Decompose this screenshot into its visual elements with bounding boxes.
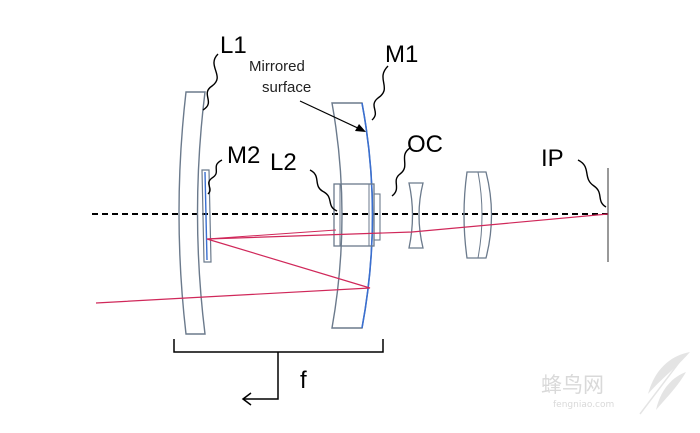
label-m1: M1 xyxy=(385,41,418,68)
label-l1: L1 xyxy=(220,32,247,59)
lens-m1 xyxy=(331,102,374,329)
watermark-name: 蜂鸟网 xyxy=(541,373,604,397)
focal-arrowhead xyxy=(241,392,252,406)
leader-l1 xyxy=(202,53,219,111)
label-m2: M2 xyxy=(227,142,260,169)
mirror-m2-reflective-edge xyxy=(204,171,208,261)
leader-oc xyxy=(391,147,411,197)
rear-doublet xyxy=(463,171,493,259)
watermark-url: fengniao.com xyxy=(553,400,614,410)
light-ray-secondary xyxy=(206,229,337,240)
label-f: f xyxy=(300,367,307,394)
watermark-logo xyxy=(639,352,690,415)
mirrored-surface-arrowhead xyxy=(355,124,366,132)
focal-bracket xyxy=(173,339,384,353)
mirror-m2 xyxy=(201,169,212,263)
label-l2: L2 xyxy=(270,149,297,176)
focal-arrow-line xyxy=(243,352,279,400)
label-mirrored: Mirrored xyxy=(249,58,305,75)
light-ray xyxy=(95,213,609,304)
leader-l2 xyxy=(309,169,338,212)
corrector-oc xyxy=(408,182,424,249)
label-surface: surface xyxy=(262,79,311,96)
mirrored-surface-arrow xyxy=(299,100,363,131)
leader-m1 xyxy=(371,65,389,121)
label-oc: OC xyxy=(407,131,443,158)
rear-doublet-joint xyxy=(477,171,483,259)
leader-m2 xyxy=(207,159,223,195)
watermark-feather-icon xyxy=(656,372,686,410)
leader-ip xyxy=(577,159,607,208)
mirror-m1-surface xyxy=(361,102,374,329)
lens-l1 xyxy=(178,91,206,335)
label-ip: IP xyxy=(541,145,564,172)
lens-l2-rear xyxy=(373,193,381,241)
